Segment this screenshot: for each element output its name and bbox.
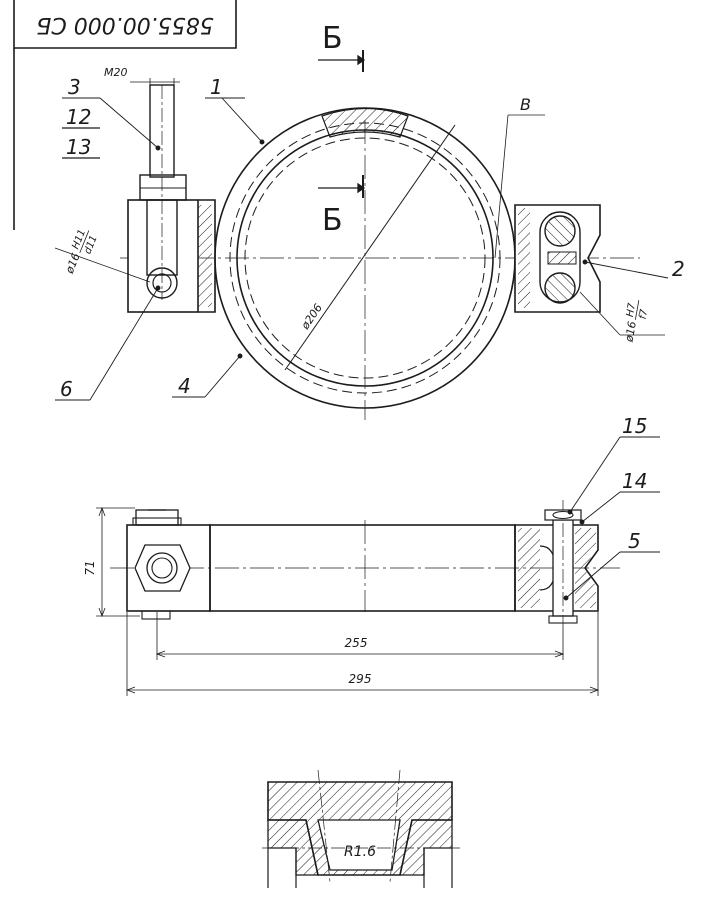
callouts-front: 15 14 5 <box>563 414 660 601</box>
top-view: ø206 M20 ø16 H11 d11 ø16 H7 f7 <box>54 66 665 420</box>
callout-15: 15 <box>622 414 647 438</box>
right-fit-lower: f7 <box>638 308 651 320</box>
right-lug-pin-lower <box>544 272 576 304</box>
front-view: 71 255 295 <box>83 500 620 696</box>
height-dimension-label: 71 <box>83 560 97 575</box>
groove-radius-label: R1.6 <box>344 844 376 860</box>
title-block: 5855.00.000 СБ <box>13 0 237 230</box>
callout-1: 1 <box>210 75 223 99</box>
callout-12: 12 <box>66 105 91 129</box>
drawing-designation: 5855.00.000 СБ <box>36 12 213 37</box>
right-lug-pin-upper <box>544 215 576 247</box>
callout-4: 3 <box>68 75 81 99</box>
callout-3: 2 <box>672 257 685 281</box>
callout-6: 6 <box>60 377 73 401</box>
left-lug <box>127 84 216 313</box>
callout-13: 14 <box>622 469 647 493</box>
callout-2: 4 <box>178 374 191 398</box>
section-label-bottom: Б <box>322 203 343 238</box>
right-fit-upper: H7 <box>625 302 638 318</box>
ring-diameter-label: ø206 <box>298 301 325 332</box>
right-lug <box>514 204 601 313</box>
callout-14: 13 <box>66 135 91 159</box>
callouts-top: 3 12 13 1 2 6 4 <box>55 75 685 401</box>
left-lug-pin <box>146 267 178 299</box>
section-cut-line: Б Б <box>318 21 366 238</box>
overall-length-label: 295 <box>349 672 372 686</box>
callout-5: 5 <box>628 529 641 553</box>
thread-size-label: M20 <box>104 66 128 79</box>
ring-section-hatch <box>321 107 409 138</box>
left-fit-size: ø16 <box>63 251 83 276</box>
right-fit-size: ø16 <box>622 320 639 344</box>
groove-detail: R1.6 <box>262 769 460 888</box>
pin-spacing-label: 255 <box>345 636 368 650</box>
section-label-top: Б <box>322 21 343 56</box>
view-mark-label: В <box>520 95 531 114</box>
